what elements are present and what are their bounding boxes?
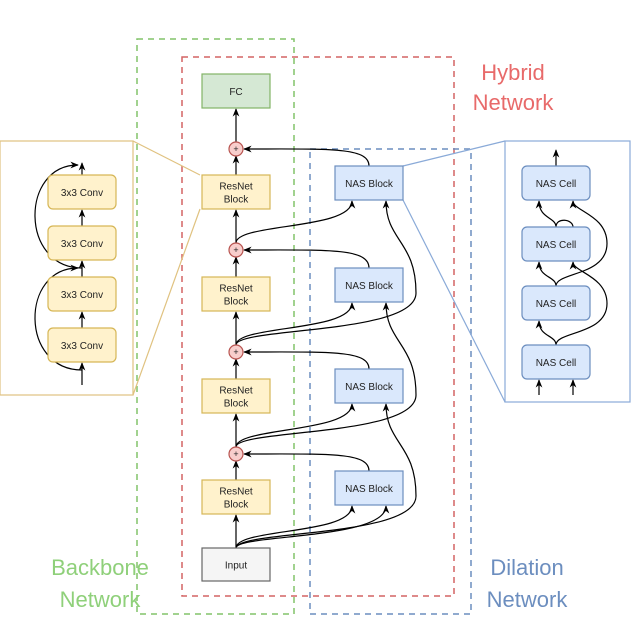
edge-cell-left: [535, 200, 557, 228]
nas-cell: NAS Cell: [521, 226, 591, 262]
nas-cell: NAS Cell: [521, 344, 591, 380]
edge-to-nas-right: [235, 403, 417, 549]
conv-block: 3x3 Conv: [47, 225, 117, 261]
conv-block: 3x3 Conv: [47, 174, 117, 210]
resnet-zoom-line-bottom: [132, 208, 201, 396]
edge-nas-to-add: [243, 450, 370, 472]
resnet-block-label: Block: [224, 195, 249, 206]
nas-zoom-line-bottom: [402, 199, 506, 403]
resnet-zoom-line-top: [132, 140, 201, 176]
nas-cell: NAS Cell: [521, 165, 591, 201]
input-node-label: Input: [225, 561, 247, 572]
edge-cell-right: [555, 219, 574, 228]
svg-text:Dilation: Dilation: [490, 555, 563, 580]
resnet-block-label: ResNet: [219, 182, 253, 193]
add-symbol: +: [233, 245, 238, 255]
add-symbol: +: [233, 347, 238, 357]
nas-cell-label: NAS Cell: [536, 299, 577, 310]
fc-node: FC: [201, 73, 271, 109]
add-symbol: +: [233, 144, 238, 154]
dilation-network-label: Dilation Network: [487, 555, 569, 612]
edge-cell-left: [535, 261, 557, 287]
nas-cell: NAS Cell: [521, 285, 591, 321]
nas-block-label: NAS Block: [345, 382, 394, 393]
svg-text:Hybrid: Hybrid: [481, 60, 545, 85]
edge-conv-skip: [34, 264, 83, 371]
nas-block-label: NAS Block: [345, 179, 394, 190]
edge-to-nas-right: [235, 505, 390, 549]
svg-text:Network: Network: [60, 587, 142, 612]
edge-cell-right: [555, 200, 608, 287]
edge-to-nas-right: [235, 302, 417, 448]
hybrid-network-label: Hybrid Network: [473, 60, 555, 115]
svg-text:Backbone: Backbone: [51, 555, 149, 580]
add-node: +: [228, 242, 244, 258]
nas-cell-label: NAS Cell: [536, 179, 577, 190]
backbone-network-region: [136, 38, 295, 615]
edge-cell-left: [535, 320, 557, 346]
svg-text:Network: Network: [487, 587, 569, 612]
add-node: +: [228, 141, 244, 157]
edge-nas-to-add: [243, 246, 370, 269]
nas-block-label: NAS Block: [345, 281, 394, 292]
nas-block-label: NAS Block: [345, 484, 394, 495]
resnet-block-label: Block: [224, 297, 249, 308]
input-node: Input: [201, 547, 271, 582]
conv-block: 3x3 Conv: [47, 327, 117, 363]
nas-zoom-line-top: [402, 140, 506, 167]
resnet-block-label: ResNet: [219, 487, 253, 498]
nas-block: NAS Block: [334, 165, 404, 201]
resnet-block-label: ResNet: [219, 386, 253, 397]
edge-nas-to-add: [243, 145, 370, 167]
add-node: +: [228, 446, 244, 462]
conv-block-label: 3x3 Conv: [61, 341, 103, 352]
add-node: +: [228, 344, 244, 360]
nas-cell-label: NAS Cell: [536, 240, 577, 251]
edge-to-nas-left: [235, 200, 356, 244]
edge-to-nas-left: [235, 505, 356, 549]
edge-nas-to-add: [243, 348, 370, 370]
dilation-network-region: [309, 148, 472, 615]
svg-text:Network: Network: [473, 90, 555, 115]
add-symbol: +: [233, 449, 238, 459]
conv-block-label: 3x3 Conv: [61, 188, 103, 199]
resnet-block-label: Block: [224, 399, 249, 410]
edge-cell-right: [555, 261, 608, 346]
nas-block: NAS Block: [334, 470, 404, 506]
conv-block-label: 3x3 Conv: [61, 239, 103, 250]
resnet-block-label: Block: [224, 500, 249, 511]
hybrid-network-region: [181, 56, 455, 597]
conv-block-label: 3x3 Conv: [61, 290, 103, 301]
edge-to-nas-right: [235, 200, 417, 346]
fc-node-label: FC: [229, 87, 242, 98]
nas-cell-label: NAS Cell: [536, 358, 577, 369]
nas-block: NAS Block: [334, 267, 404, 303]
conv-block: 3x3 Conv: [47, 276, 117, 312]
backbone-network-label: Backbone Network: [51, 555, 149, 612]
nas-block: NAS Block: [334, 368, 404, 404]
edge-to-nas-left: [235, 302, 356, 346]
resnet-block-label: ResNet: [219, 284, 253, 295]
edge-conv-skip: [34, 161, 83, 269]
edge-to-nas-left: [235, 403, 356, 448]
